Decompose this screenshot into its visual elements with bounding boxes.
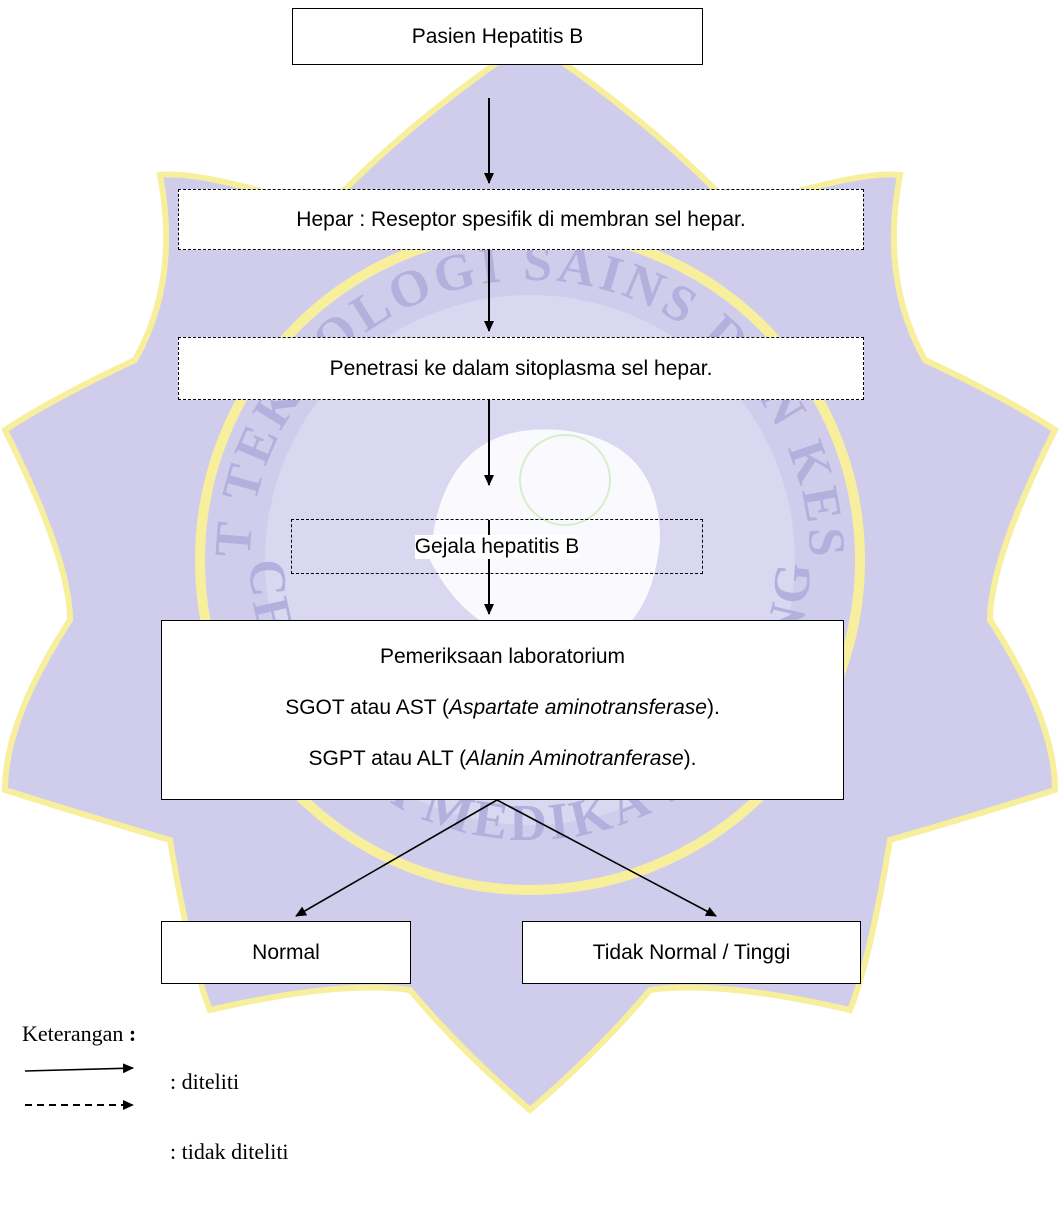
arrow-lab-to-normal — [295, 799, 498, 917]
node-gejala: Gejala hepatitis B — [291, 519, 703, 574]
node-hepar-label: Hepar : Reseptor spesifik di membran sel… — [296, 207, 746, 231]
legend-dashed-label: : tidak diteliti — [170, 1139, 289, 1164]
node-hepar: Hepar : Reseptor spesifik di membran sel… — [178, 189, 864, 250]
legend-solid-label: : diteliti — [170, 1069, 240, 1094]
arrow-lab-to-tidak-normal — [496, 799, 717, 917]
seal-emblem-ring — [519, 434, 611, 526]
node-pasien-label: Pasien Hepatitis B — [411, 24, 584, 48]
lab-sgpt-line: SGPT atau ALT (Alanin Aminotranferase). — [308, 747, 697, 771]
node-penetrasi-label: Penetrasi ke dalam sitoplasma sel hepar. — [329, 356, 713, 380]
node-pemeriksaan-laboratorium: Pemeriksaan laboratorium SGOT atau AST (… — [161, 620, 844, 800]
node-normal: Normal — [161, 921, 411, 984]
node-penetrasi: Penetrasi ke dalam sitoplasma sel hepar. — [178, 337, 864, 400]
node-normal-label: Normal — [252, 940, 320, 964]
node-pasien-hepatitis-b: Pasien Hepatitis B — [292, 8, 703, 65]
legend-solid-arrow — [24, 1063, 134, 1074]
lab-sgot-line: SGOT atau AST (Aspartate aminotransferas… — [285, 695, 720, 719]
node-gejala-label: Gejala hepatitis B — [414, 534, 580, 559]
node-tidak-normal-label: Tidak Normal / Tinggi — [592, 940, 791, 964]
legend-title: Keterangan : — [22, 1021, 137, 1046]
node-tidak-normal: Tidak Normal / Tinggi — [522, 921, 861, 984]
lab-title: Pemeriksaan laboratorium — [379, 644, 626, 668]
